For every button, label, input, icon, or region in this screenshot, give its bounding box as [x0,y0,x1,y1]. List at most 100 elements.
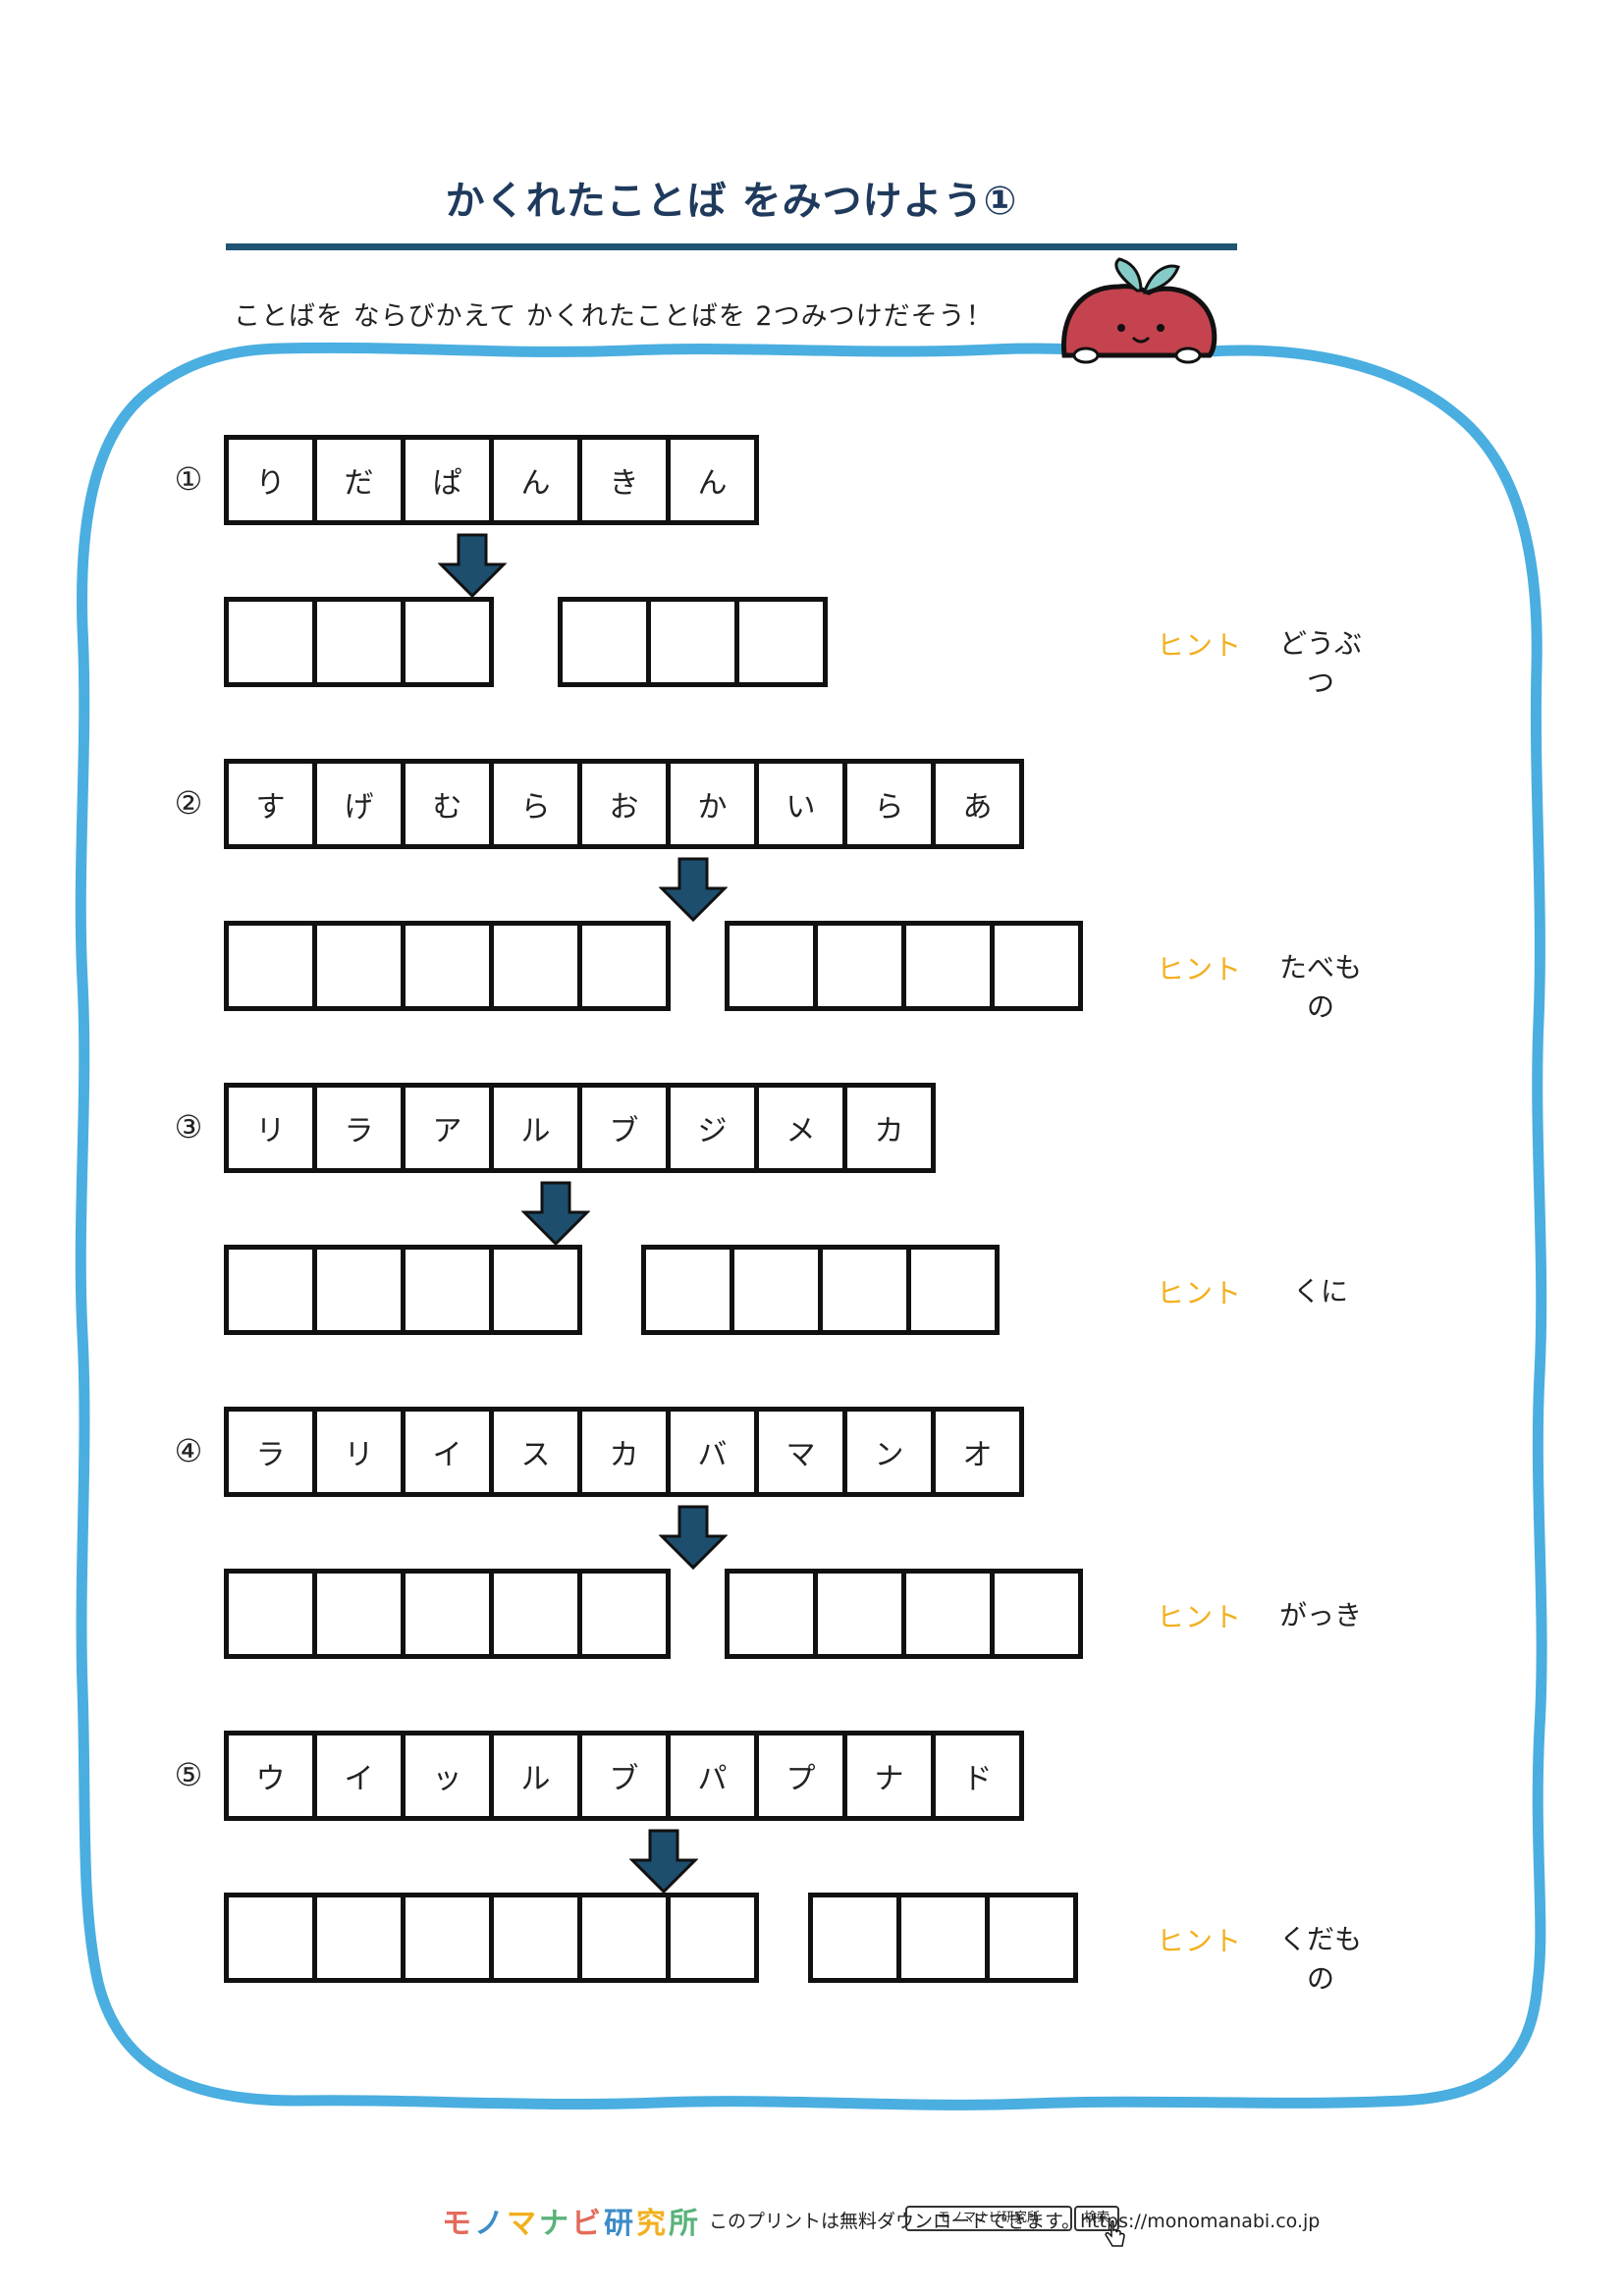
letter-cell: ん [666,435,759,525]
answer-cell[interactable] [990,921,1083,1011]
footer: モノマナビ研究所 このプリントは無料ダウンロードできます。https://mon… [442,2199,1600,2241]
answer-row-1 [224,1245,582,1335]
letter-cell: パ [666,1731,759,1821]
answer-cell[interactable] [312,597,406,687]
hint-text: くだもの [1278,1923,1362,1995]
letter-cell: カ [577,1407,671,1497]
answer-cell[interactable] [401,1245,494,1335]
letter-cell: バ [666,1407,759,1497]
letter-cell: ル [489,1083,582,1173]
answer-cell[interactable] [646,597,739,687]
answer-cell[interactable] [224,1569,317,1659]
answer-cell[interactable] [401,1569,494,1659]
answer-cell[interactable] [312,1569,406,1659]
down-arrow-icon [658,1505,728,1571]
letter-cell: す [224,759,317,849]
answer-row-2 [725,1569,1083,1659]
hint-label: ヒント [1157,629,1243,662]
letter-row: リラアルブジメカ [224,1083,936,1173]
answer-cell[interactable] [730,1245,823,1335]
answer-cell[interactable] [224,921,317,1011]
answer-row-2 [808,1893,1078,1983]
answer-cell[interactable] [641,1245,734,1335]
letter-row: ラリイスカバマンオ [224,1407,1024,1497]
answer-cell[interactable] [401,921,494,1011]
answer-cell[interactable] [312,921,406,1011]
letter-row: ウイッルブパプナド [224,1731,1024,1821]
letter-cell: あ [931,759,1024,849]
down-arrow-icon [628,1829,698,1895]
apple-mascot-icon [1061,257,1218,364]
answer-cell[interactable] [813,921,906,1011]
answer-cell[interactable] [489,1893,582,1983]
answer-cell[interactable] [489,1569,582,1659]
answer-cell[interactable] [312,1893,406,1983]
answer-cell[interactable] [813,1569,906,1659]
answer-cell[interactable] [901,921,995,1011]
letter-cell: カ [842,1083,936,1173]
search-button[interactable]: 検索 [1074,2206,1119,2231]
letter-cell: ッ [401,1731,494,1821]
letter-cell: ジ [666,1083,759,1173]
answer-row-1 [224,1893,759,1983]
puzzle-number: ⑤ [174,1756,203,1793]
answer-cell[interactable] [558,597,651,687]
letter-cell: ラ [224,1407,317,1497]
letter-cell: ル [489,1731,582,1821]
letter-cell: か [666,759,759,849]
answer-cell[interactable] [489,921,582,1011]
letter-cell: オ [931,1407,1024,1497]
answer-cell[interactable] [312,1245,406,1335]
answer-cell[interactable] [896,1893,990,1983]
answer-cell[interactable] [808,1893,901,1983]
answer-cell[interactable] [224,1245,317,1335]
answer-cell[interactable] [818,1245,911,1335]
answer-cell[interactable] [489,1245,582,1335]
answer-cell[interactable] [577,921,671,1011]
answer-cell[interactable] [224,597,317,687]
answer-cell[interactable] [401,1893,494,1983]
puzzle-number: ② [174,784,203,822]
answer-row-1 [224,1569,671,1659]
answer-cell[interactable] [990,1569,1083,1659]
answer-cell[interactable] [734,597,828,687]
letter-cell: リ [224,1083,317,1173]
letter-cell: む [401,759,494,849]
answer-cell[interactable] [666,1893,759,1983]
letter-cell: ん [489,435,582,525]
letter-cell: イ [312,1731,406,1821]
answer-row-2 [641,1245,1000,1335]
letter-cell: お [577,759,671,849]
letter-cell: ア [401,1083,494,1173]
letter-cell: メ [754,1083,847,1173]
puzzle-number: ① [174,460,203,498]
letter-cell: ぱ [401,435,494,525]
answer-row-2 [558,597,828,687]
letter-cell: イ [401,1407,494,1497]
answer-cell[interactable] [725,1569,818,1659]
letter-cell: ら [842,759,936,849]
letter-row: りだぱんきん [224,435,759,525]
puzzle-number: ③ [174,1108,203,1146]
down-arrow-icon [437,533,507,599]
answer-cell[interactable] [985,1893,1078,1983]
answer-cell[interactable] [224,1893,317,1983]
letter-cell: ブ [577,1083,671,1173]
answer-cell[interactable] [901,1569,995,1659]
hint-text: たべもの [1278,951,1362,1023]
answer-cell[interactable] [577,1569,671,1659]
answer-cell[interactable] [725,921,818,1011]
hint-label: ヒント [1157,953,1243,986]
answer-cell[interactable] [577,1893,671,1983]
search-box[interactable]: モノマナビ研究所 [905,2206,1072,2231]
hint-text: がっき [1278,1599,1362,1631]
letter-cell: ン [842,1407,936,1497]
answer-row-1 [224,921,671,1011]
title-underline [226,243,1237,250]
hand-cursor-icon [1105,2220,1125,2247]
answer-cell[interactable] [906,1245,1000,1335]
answer-row-2 [725,921,1083,1011]
answer-cell[interactable] [401,597,494,687]
letter-cell: ウ [224,1731,317,1821]
